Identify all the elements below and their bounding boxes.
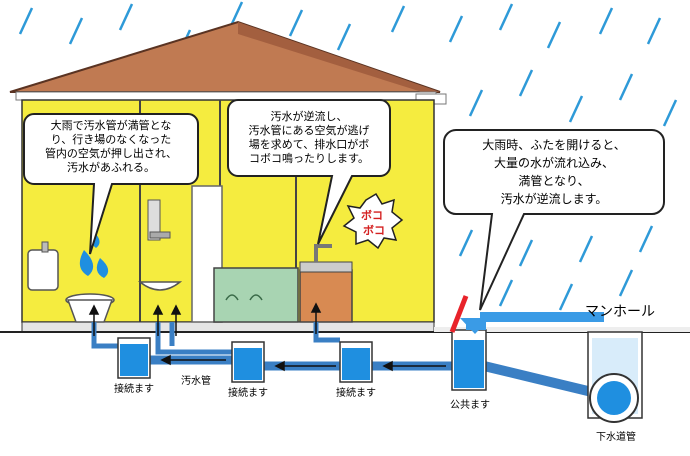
rain-streak (620, 74, 632, 100)
public-box-label: 公共ます (450, 399, 490, 411)
sewage-pipe-label: 汚水管 (181, 374, 211, 387)
rain-streak (338, 24, 350, 50)
junction-box-3 (340, 342, 372, 382)
manhole-label: マンホール (585, 304, 655, 320)
rain-streak (120, 4, 132, 30)
bubble-right-line-2: 大量の水が流れ込み、 (494, 155, 614, 170)
rain-streak (600, 8, 612, 34)
rain-streak (548, 22, 560, 48)
bubble-right-line-3: 満管となり、 (518, 173, 589, 188)
rain-streak (392, 6, 404, 32)
rain-streak (70, 18, 82, 44)
manhole (588, 332, 642, 422)
rain-streak (580, 236, 592, 262)
rain-streak (520, 240, 532, 266)
bubble-left-line-3: 管内の空気が押し出され、 (45, 146, 177, 160)
bubble-left-line-4: 汚水があふれる。 (67, 160, 155, 174)
bubble-middle-line-4: コボコ鳴ったりします。 (249, 151, 369, 165)
bubble-middle-line-3: 場を求めて、排水口がボ (249, 137, 369, 151)
public-box (452, 330, 486, 390)
rain-streak (470, 90, 482, 116)
sewer-main-label: 下水道管 (596, 430, 636, 443)
rain-streak (500, 280, 512, 306)
bubble-left-line-1: 大雨で汚水管が満管とな (51, 118, 172, 132)
rain-streak (620, 270, 632, 296)
junction-box-label-3: 接続ます (336, 386, 376, 399)
junction-box-2 (232, 342, 264, 382)
rain-streak (460, 230, 472, 256)
rain-streak (450, 16, 462, 42)
bubble-left-line-2: り、行き場のなくなった (51, 133, 172, 146)
rain-streak (570, 96, 582, 122)
rain-streak (520, 70, 532, 96)
rain-streak (20, 8, 32, 34)
rain-streak (648, 18, 660, 44)
bubble-right-line-1: 大雨時、ふたを開けると、 (482, 138, 626, 152)
junction-box-label-2: 接続ます (228, 386, 268, 399)
speech-bubble-right: 大雨時、ふたを開けると、 大量の水が流れ込み、 満管となり、 汚水が逆流します。 (444, 130, 664, 310)
junction-box-1 (118, 338, 150, 378)
bubble-middle-line-2: 汚水管にある空気が逃げ (249, 123, 370, 137)
rain-streak (640, 226, 652, 252)
rain-streak (290, 10, 302, 36)
bubble-middle-line-1: 汚水が逆流し、 (271, 109, 348, 123)
junction-box-label-1: 接続ます (114, 382, 154, 395)
bubble-right-line-4: 汚水が逆流します。 (501, 191, 608, 206)
sound-effect-line-1: ボコ (361, 208, 383, 222)
rain-streak (664, 100, 676, 126)
rain-streak (560, 284, 572, 310)
manhole-cover-open (452, 296, 466, 332)
sound-effect-line-2: ボコ (363, 223, 385, 237)
rain-streak (500, 4, 512, 30)
